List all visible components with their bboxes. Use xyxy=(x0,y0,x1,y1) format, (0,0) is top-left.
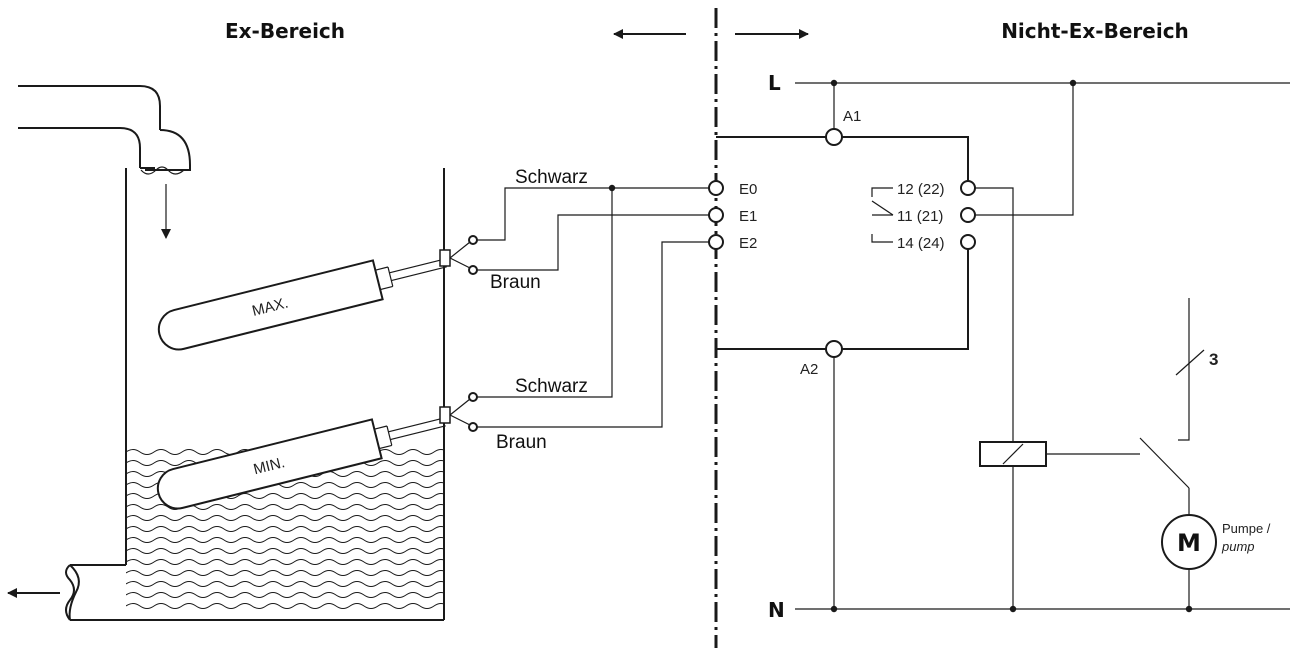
terminal-a2 xyxy=(825,340,843,358)
liquid-wave-line xyxy=(126,559,444,565)
upper-gland xyxy=(439,235,478,275)
terminal-a1 xyxy=(825,128,843,146)
max-probe: MAX. xyxy=(157,258,447,351)
pump-motor-symbol xyxy=(1161,514,1217,570)
liquid-wave-line xyxy=(126,581,444,587)
ex-area-title: Ex-Bereich xyxy=(225,19,345,43)
liquid-wave-line xyxy=(126,515,444,521)
neutral-rail-label: N xyxy=(768,598,785,622)
min-probe: MIN. xyxy=(156,417,446,510)
liquid-wave-line xyxy=(126,570,444,576)
motor-letter: M xyxy=(1177,529,1201,557)
line-rail-label: L xyxy=(768,71,781,95)
input-terminals xyxy=(708,180,724,250)
liquid-wave-line xyxy=(126,603,444,609)
outlet-pipe xyxy=(7,564,126,621)
terminal-e1-label: E1 xyxy=(739,208,757,225)
pump-label-en: pump xyxy=(1221,539,1255,554)
liquid-wave-line xyxy=(126,526,444,532)
relay-module xyxy=(716,136,969,350)
terminal-e0-label: E0 xyxy=(739,181,757,198)
non-ex-area-title: Nicht-Ex-Bereich xyxy=(1001,19,1189,43)
contact-12-label: 12 (22) xyxy=(897,181,945,198)
relay-contact-symbol xyxy=(871,187,894,243)
liquid-wave-line xyxy=(126,548,444,554)
contact-11-label: 11 (21) xyxy=(897,208,943,225)
output-terminals xyxy=(960,180,976,250)
lower-brown-wire-label: Braun xyxy=(496,432,547,453)
contact-14-label: 14 (24) xyxy=(897,235,945,252)
liquid-wave-line xyxy=(126,537,444,543)
field-wiring xyxy=(477,184,716,428)
power-contact xyxy=(1139,298,1205,613)
pump-label-de: Pumpe / xyxy=(1222,521,1271,536)
lower-gland xyxy=(439,392,478,432)
inlet-pipe xyxy=(18,85,191,239)
liquid xyxy=(126,449,444,609)
terminal-e2-label: E2 xyxy=(739,235,757,252)
upper-brown-wire-label: Braun xyxy=(490,272,541,293)
tank xyxy=(70,168,445,621)
liquid-wave-line xyxy=(126,592,444,598)
upper-black-wire-label: Schwarz xyxy=(515,167,588,188)
lower-black-wire-label: Schwarz xyxy=(515,376,588,397)
supply-wiring xyxy=(830,79,1077,613)
terminal-a2-label: A2 xyxy=(800,361,818,378)
contactor-coil xyxy=(979,441,1140,467)
terminal-a1-label: A1 xyxy=(843,108,861,125)
phase-count-label: 3 xyxy=(1209,350,1218,369)
